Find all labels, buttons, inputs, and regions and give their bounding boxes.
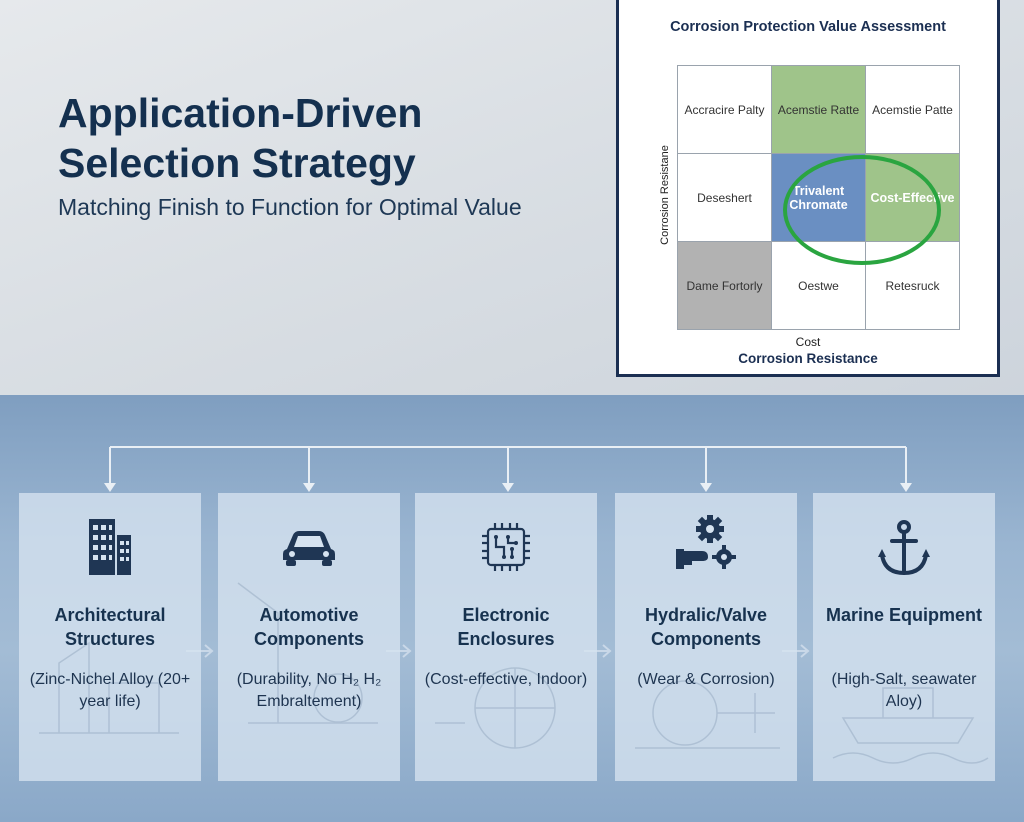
card-description: (High-Salt, seawater Aloy) <box>831 671 977 710</box>
application-card: Architectural Structures (Zinc-Nichel Al… <box>19 493 201 781</box>
matrix-cell: Acemstie Ratte <box>772 66 866 154</box>
matrix-cell: Retesruck <box>866 242 960 330</box>
anchor-icon <box>878 520 930 576</box>
card-title: Electronic Enclosures <box>457 605 555 649</box>
card-description: (Cost-effective, Indoor) <box>424 671 588 688</box>
matrix-cell: Deseshert <box>678 154 772 242</box>
blueprint-watermark <box>435 667 556 749</box>
card-title: Architectural Structures <box>54 605 166 649</box>
page-title: Application-Driven Selection Strategy <box>58 90 423 186</box>
circuit-chip-icon <box>482 523 530 571</box>
application-card: Marine Equipment (High-Salt, seawater Al… <box>813 493 995 781</box>
card-description: (Wear & Corrosion) <box>637 671 775 688</box>
card-title: Automotive Components <box>254 605 364 649</box>
matrix-cell: Oestwe <box>772 242 866 330</box>
matrix-cell: Accracire Palty <box>678 66 772 154</box>
header-section: Application-Driven Selection Strategy Ma… <box>0 0 1024 395</box>
highlight-ring <box>783 155 941 265</box>
application-card: Automotive Components (Durability, No H₂… <box>218 493 400 781</box>
y-axis-label: Corrosion Resistane <box>659 145 671 245</box>
matrix-cell: Dame Fortorly <box>678 242 772 330</box>
building-icon <box>89 519 131 575</box>
card-title: Marine Equipment <box>825 605 982 625</box>
application-card: Hydralic/Valve Components (Wear & Corros… <box>615 493 797 781</box>
car-icon <box>283 531 335 566</box>
blueprint-watermark <box>635 680 780 749</box>
assessment-panel: Corrosion Protection Value Assessment Co… <box>616 0 1000 377</box>
application-card: Electronic Enclosures (Cost-effective, I… <box>415 493 597 781</box>
matrix-cell: Acemstie Patte <box>866 66 960 154</box>
page-subtitle: Matching Finish to Function for Optimal … <box>58 194 522 220</box>
blueprint-watermark <box>39 641 179 734</box>
connector-lines <box>104 446 912 492</box>
card-description: (Durability, No H₂ H₂ Embraltement) <box>236 671 382 710</box>
x-axis-caption: Corrosion Resistance <box>738 351 878 366</box>
card-description: (Zinc-Nichel Alloy (20+ year life) <box>29 671 191 710</box>
blueprint-watermark <box>832 687 989 764</box>
gear-hand-icon <box>676 515 736 569</box>
x-axis-label: Cost <box>795 335 821 349</box>
card-title: Hydralic/Valve Components <box>644 605 768 649</box>
assessment-title: Corrosion Protection Value Assessment <box>670 19 946 35</box>
applications-section: Architectural Structures (Zinc-Nichel Al… <box>0 395 1024 822</box>
blueprint-watermark <box>237 582 378 724</box>
